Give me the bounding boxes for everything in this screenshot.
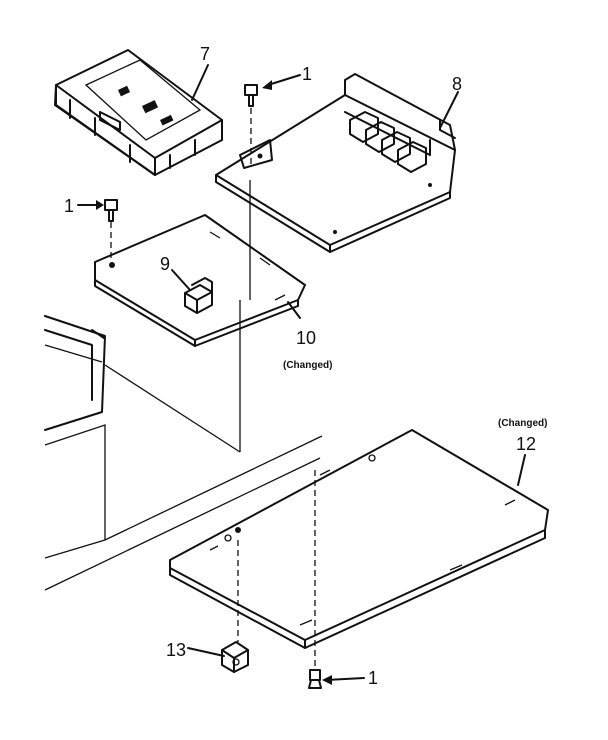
- part-12-base-plate: [169, 429, 549, 649]
- note-part-10-changed: (Changed): [283, 360, 332, 371]
- label-8: 8: [452, 74, 462, 94]
- label-1-top: 1: [302, 64, 312, 84]
- part-10-circuit-board: [94, 214, 306, 347]
- label-7: 7: [200, 44, 210, 64]
- assembly-lines: [110, 108, 316, 668]
- leader-lines: [77, 64, 526, 685]
- part-7-bracket: [54, 49, 223, 176]
- label-10: 10: [296, 328, 316, 348]
- part-13-foot: [221, 641, 249, 673]
- screw-left: [104, 199, 118, 222]
- label-9: 9: [160, 254, 170, 274]
- label-12: 12: [516, 434, 536, 454]
- label-1-left: 1: [64, 196, 74, 216]
- label-1-bottom: 1: [368, 668, 378, 688]
- screw-bottom: [308, 669, 322, 689]
- screw-top: [244, 84, 258, 107]
- label-13: 13: [166, 640, 186, 660]
- connector-block: [349, 111, 427, 173]
- part-8-circuit-board: [215, 73, 456, 253]
- note-part-12-changed: (Changed): [498, 418, 547, 429]
- chassis-frame: [44, 180, 323, 591]
- part-9-switch: [184, 277, 213, 314]
